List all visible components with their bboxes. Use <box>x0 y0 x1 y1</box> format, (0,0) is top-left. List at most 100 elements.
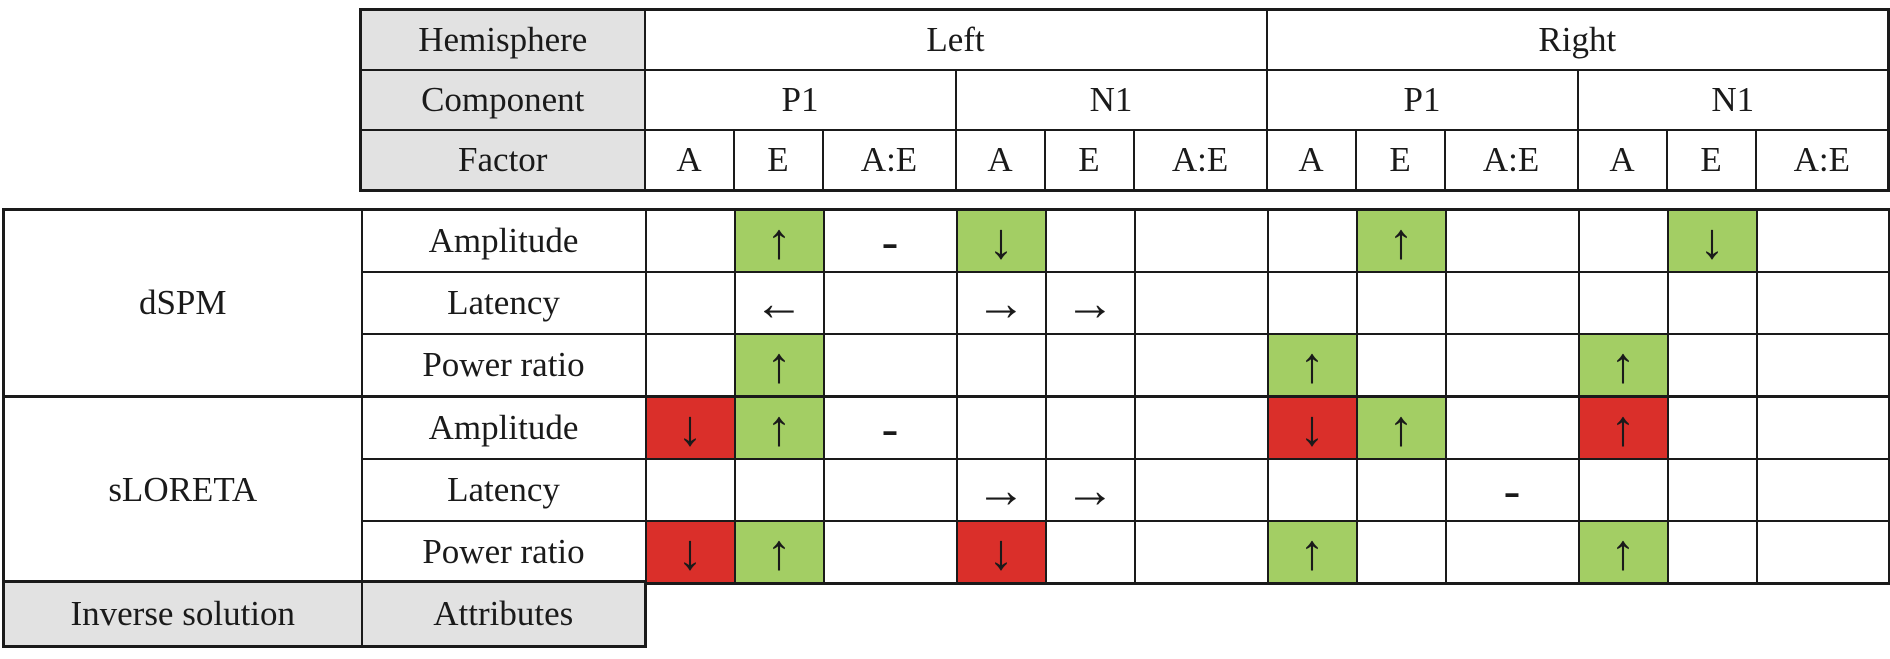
result-cell <box>1577 271 1669 335</box>
result-cell <box>1444 208 1580 273</box>
result-cell <box>1355 271 1447 335</box>
result-cell <box>1044 395 1136 460</box>
component-cell-right-n1: N1 <box>1576 69 1890 131</box>
result-cell <box>1755 208 1890 273</box>
factor-cell: E <box>1665 129 1757 192</box>
factor-cell: A <box>643 129 735 192</box>
table-row-dspm-amplitude: dSPM Amplitude ↑ - ↓ ↑ ↓ <box>2 208 1890 398</box>
result-cell: - <box>1444 458 1580 522</box>
result-cell <box>1133 208 1269 273</box>
result-cell: ↑ <box>1577 520 1669 585</box>
result-cell <box>1666 271 1758 335</box>
inverse-solution-label-cell: Inverse solution <box>2 580 363 648</box>
group-label-dspm: dSPM <box>2 208 363 398</box>
table-row-sloreta-amplitude: sLORETA Amplitude ↓ ↑ - ↓ ↑ ↑ <box>2 395 1890 585</box>
result-cell: ↑ <box>1577 395 1669 460</box>
result-cell: → <box>955 458 1047 522</box>
result-cell <box>955 333 1047 398</box>
result-cell <box>822 271 958 335</box>
result-cell <box>1444 395 1580 460</box>
result-cell <box>1666 520 1758 585</box>
result-cell <box>1755 333 1890 398</box>
factor-row: Factor A E A:E A E A:E A E A:E A E A:E <box>359 129 1890 192</box>
factor-cell: E <box>1354 129 1446 192</box>
result-cell <box>1133 271 1269 335</box>
table-row-dspm-latency: Latency ← → → <box>4 271 1890 335</box>
attribute-label: Amplitude <box>360 208 647 273</box>
result-cell <box>1133 333 1269 398</box>
hemisphere-right-cell: Right <box>1265 8 1890 71</box>
result-cell <box>1577 458 1669 522</box>
table-row-sloreta-power-ratio: Power ratio ↓ ↑ ↓ ↑ ↑ <box>4 520 1890 585</box>
attribute-label: Latency <box>360 458 647 522</box>
factor-cell: E <box>1043 129 1135 192</box>
result-cell <box>1355 333 1447 398</box>
attributes-label-cell: Attributes <box>360 580 647 648</box>
result-cell <box>1755 271 1890 335</box>
footer-row: Inverse solution Attributes <box>2 580 647 648</box>
footer-table: Inverse solution Attributes <box>2 580 647 648</box>
result-cell <box>1444 520 1580 585</box>
result-cell <box>1755 520 1890 585</box>
attribute-label: Power ratio <box>360 333 647 398</box>
result-cell: ↑ <box>1266 333 1358 398</box>
result-cell <box>1133 520 1269 585</box>
factor-cell: A <box>1265 129 1357 192</box>
result-cell <box>955 395 1047 460</box>
result-cell: - <box>822 208 958 273</box>
result-cell <box>1755 395 1890 460</box>
result-cell: ↑ <box>1355 395 1447 460</box>
result-cell: ↓ <box>1266 395 1358 460</box>
result-cell: → <box>1044 271 1136 335</box>
component-cell-right-p1: P1 <box>1265 69 1579 131</box>
group-label-sloreta: sLORETA <box>2 395 363 585</box>
result-cell <box>1355 520 1447 585</box>
factor-cell: A <box>1576 129 1668 192</box>
result-cell: ↓ <box>955 520 1047 585</box>
hemisphere-row: Hemisphere Left Right <box>359 8 1890 71</box>
result-cell <box>1266 208 1358 273</box>
result-cell <box>1577 208 1669 273</box>
factor-cell: A:E <box>1443 129 1579 192</box>
attribute-label: Power ratio <box>360 520 647 585</box>
result-cell <box>1044 520 1136 585</box>
result-cell <box>1444 271 1580 335</box>
result-cell: → <box>955 271 1047 335</box>
component-cell-left-n1: N1 <box>954 69 1268 131</box>
result-cell <box>644 333 736 398</box>
result-cell <box>733 458 825 522</box>
result-cell <box>1044 333 1136 398</box>
attribute-label: Latency <box>360 271 647 335</box>
header-table: Hemisphere Left Right Component P1 N1 P1… <box>359 8 1890 192</box>
result-cell: ← <box>733 271 825 335</box>
result-cell <box>1044 208 1136 273</box>
result-cell <box>1444 333 1580 398</box>
factor-cell: A:E <box>1132 129 1268 192</box>
component-cell-left-p1: P1 <box>643 69 957 131</box>
result-cell: ↓ <box>644 395 736 460</box>
component-header-cell: Component <box>359 69 646 131</box>
result-cell <box>1266 271 1358 335</box>
table-row-sloreta-latency: Latency → → - <box>4 458 1890 522</box>
result-cell <box>1133 458 1269 522</box>
result-cell: → <box>1044 458 1136 522</box>
factor-cell: A:E <box>1754 129 1890 192</box>
factor-cell: E <box>732 129 824 192</box>
result-cell: ↓ <box>1666 208 1758 273</box>
result-cell: ↑ <box>733 395 825 460</box>
result-cell <box>1355 458 1447 522</box>
result-cell <box>1266 458 1358 522</box>
result-cell: ↑ <box>1355 208 1447 273</box>
result-cell <box>822 520 958 585</box>
hemisphere-header-cell: Hemisphere <box>359 8 646 71</box>
result-cell <box>1133 395 1269 460</box>
result-cell <box>1666 458 1758 522</box>
table-row-dspm-power-ratio: Power ratio ↑ ↑ ↑ <box>4 333 1890 398</box>
body-table: dSPM Amplitude ↑ - ↓ ↑ ↓ Latency ← → → <box>2 208 1890 585</box>
result-cell: ↑ <box>1577 333 1669 398</box>
result-cell <box>822 333 958 398</box>
factor-cell: A <box>954 129 1046 192</box>
result-cell <box>1666 395 1758 460</box>
result-cell <box>644 271 736 335</box>
result-cell <box>822 458 958 522</box>
